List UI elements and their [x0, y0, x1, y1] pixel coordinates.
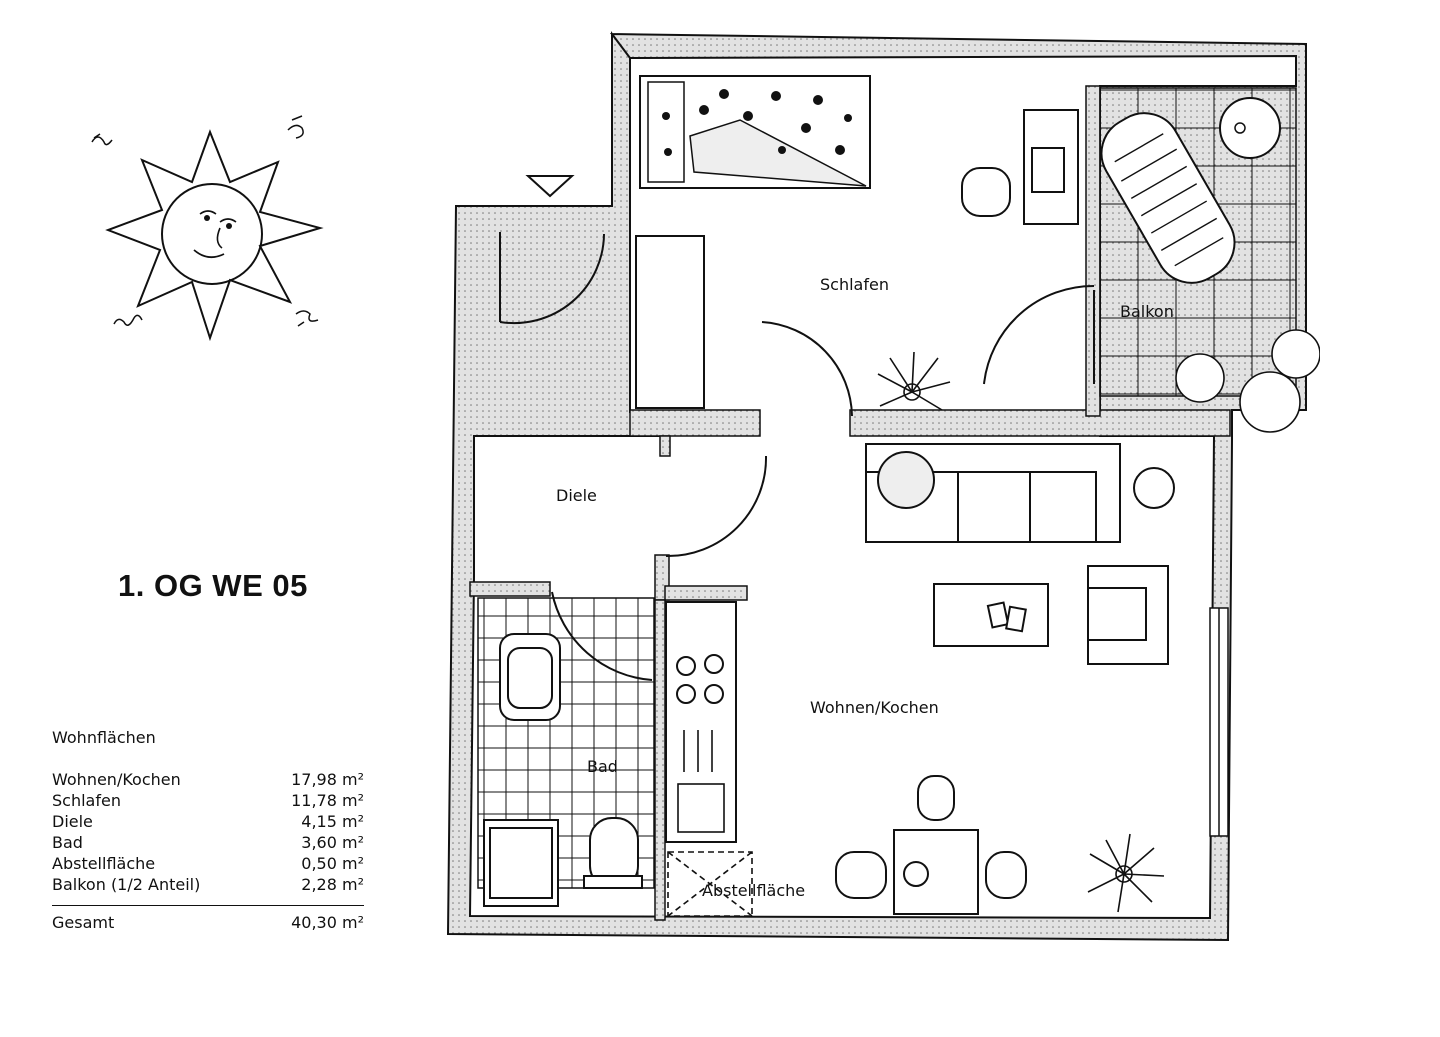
area-table: Wohnflächen Wohnen/Kochen 17,98 m² Schla…: [52, 728, 364, 932]
area-label: Abstellfläche: [52, 854, 156, 873]
wardrobe: [635, 235, 705, 409]
area-value: 0,50 m²: [301, 854, 364, 873]
sun-icon: [91, 115, 324, 342]
bedroom-door: [983, 284, 1095, 385]
side-table: [1133, 467, 1175, 509]
area-label: Schlafen: [52, 791, 121, 810]
entry-door: [499, 232, 605, 325]
area-value: 17,98 m²: [291, 770, 364, 789]
area-value: 2,28 m²: [301, 875, 364, 894]
shower-icon: [483, 819, 559, 907]
area-total-label: Gesamt: [52, 913, 115, 932]
living-window: [1209, 607, 1229, 837]
room-label-wohnen-kochen: Wohnen/Kochen: [810, 698, 939, 717]
stove-icon: [676, 654, 724, 704]
area-label: Bad: [52, 833, 83, 852]
area-row: Diele 4,15 m²: [52, 811, 364, 832]
area-label: Balkon (1/2 Anteil): [52, 875, 201, 894]
area-table-heading: Wohnflächen: [52, 728, 156, 747]
interior-walls: [469, 85, 1231, 921]
washbasin-icon: [499, 633, 561, 721]
floor-plan: Schlafen Balkon Diele Bad Wohnen/Kochen …: [446, 31, 1320, 942]
sofa-icon: [865, 443, 1121, 543]
armchair-icon: [1087, 565, 1169, 665]
area-value: 4,15 m²: [301, 812, 364, 831]
area-row: Abstellfläche 0,50 m²: [52, 853, 364, 874]
plant-icon: [877, 351, 951, 411]
room-label-bad: Bad: [587, 757, 618, 776]
area-label: Diele: [52, 812, 93, 831]
bed-icon: [639, 75, 871, 189]
area-total-row: Gesamt 40,30 m²: [52, 905, 364, 932]
area-total-value: 40,30 m²: [291, 913, 364, 932]
entrance-triangle-icon: [525, 175, 575, 198]
area-value: 3,60 m²: [301, 833, 364, 852]
area-row: Schlafen 11,78 m²: [52, 790, 364, 811]
area-row: Balkon (1/2 Anteil) 2,28 m²: [52, 874, 364, 895]
room-label-schlafen: Schlafen: [820, 275, 889, 294]
coffee-table: [933, 583, 1049, 647]
unit-title: 1. OG WE 05: [118, 568, 308, 603]
plant-icon: [1087, 833, 1165, 913]
area-row: Wohnen/Kochen 17,98 m²: [52, 769, 364, 790]
area-row: Bad 3,60 m²: [52, 832, 364, 853]
plant-icon: [1175, 329, 1320, 433]
room-label-balkon: Balkon: [1120, 302, 1174, 321]
area-label: Wohnen/Kochen: [52, 770, 181, 789]
desk-icon: [961, 109, 1079, 225]
room-label-diele: Diele: [556, 486, 597, 505]
dining-table-icon: [835, 775, 1027, 915]
lounger-icon: [1100, 97, 1281, 284]
storage-area: [667, 851, 753, 917]
toilet-icon: [583, 817, 643, 889]
living-door: [665, 321, 853, 558]
sink-icon: [677, 730, 725, 833]
bathroom-door: [551, 591, 653, 681]
room-label-abstellflaeche: Abstellfläche: [702, 881, 805, 900]
area-value: 11,78 m²: [291, 791, 364, 810]
